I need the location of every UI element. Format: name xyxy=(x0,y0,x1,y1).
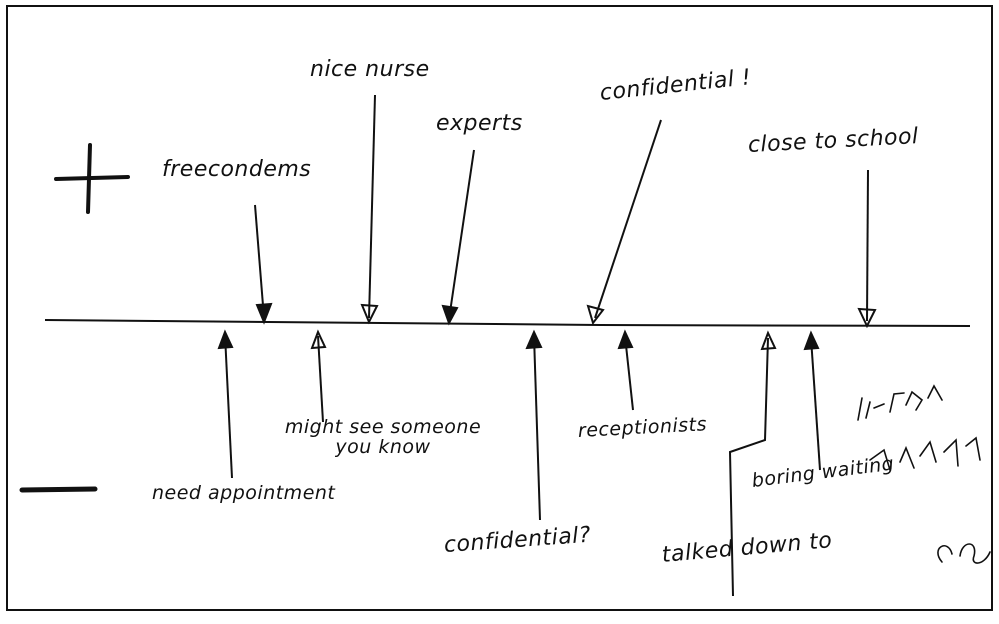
arrow-boring-waiting xyxy=(810,337,821,471)
arrow-need-appointment xyxy=(224,334,233,479)
label-might-see-line1: might see someone xyxy=(284,416,482,438)
minus-sign-icon xyxy=(19,486,98,493)
label-free-condoms: freecondems xyxy=(162,157,312,182)
arrow-free-condoms xyxy=(254,204,265,319)
label-boring-waiting: boring waiting xyxy=(750,452,896,492)
plus-sign-icon xyxy=(54,143,130,214)
label-receptionists: receptionists xyxy=(577,413,708,442)
label-confidential-question: confidential? xyxy=(443,522,592,558)
arrow-nice-nurse xyxy=(368,94,376,319)
label-experts: experts xyxy=(436,111,523,136)
positive-arrows xyxy=(254,94,877,329)
arrow-confidential-positive xyxy=(594,119,662,319)
label-nice-nurse: nice nurse xyxy=(310,57,430,82)
arrow-close-to-school xyxy=(866,169,869,322)
label-might-see-line2: you know xyxy=(335,435,431,458)
arrow-experts xyxy=(448,149,475,320)
arrow-confidential-question xyxy=(533,335,541,521)
baseline xyxy=(44,319,971,327)
label-confidential-positive: confidential ! xyxy=(598,65,753,106)
label-talked-down-to: talked down to xyxy=(660,528,834,568)
page-border xyxy=(6,5,993,611)
label-need-appointment: need appointment xyxy=(152,482,336,504)
arrow-receptionists xyxy=(624,335,634,411)
label-might-see-someone: might see someone you know xyxy=(268,416,498,458)
arrow-might-see-someone xyxy=(317,335,324,423)
label-close-to-school: close to school xyxy=(747,124,920,158)
